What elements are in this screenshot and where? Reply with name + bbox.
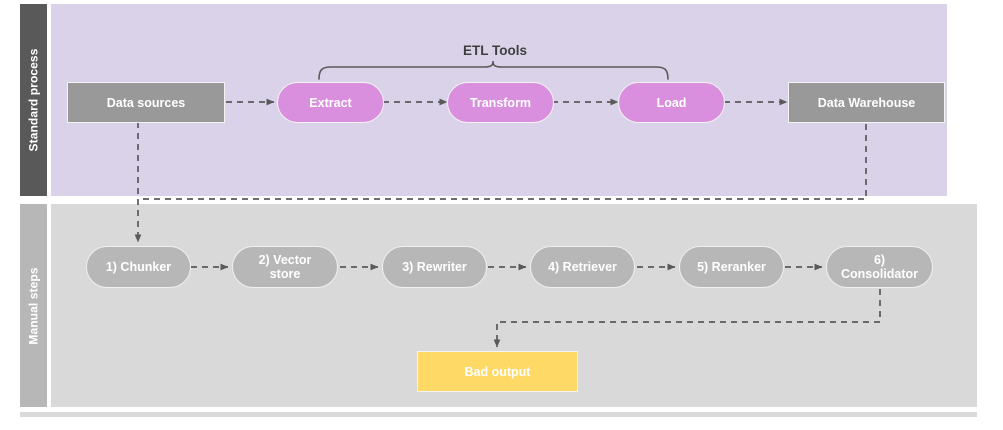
lane-manual-steps-label: Manual steps xyxy=(26,266,41,345)
node-transform-label: Transform xyxy=(469,95,532,110)
node-load-label: Load xyxy=(656,95,687,110)
lane-standard-process-label: Standard process xyxy=(26,48,41,152)
node-consolidator[interactable]: 6) Consolidator xyxy=(826,246,933,288)
node-retriever-label: 4) Retriever xyxy=(548,260,617,274)
node-chunker[interactable]: 1) Chunker xyxy=(86,246,191,288)
node-reranker[interactable]: 5) Reranker xyxy=(679,246,784,288)
node-bad-output-label: Bad output xyxy=(464,364,531,379)
etl-tools-label: ETL Tools xyxy=(463,43,527,58)
node-data-sources[interactable]: Data sources xyxy=(67,82,225,123)
bottom-divider-strip xyxy=(20,412,977,417)
node-transform[interactable]: Transform xyxy=(447,82,554,123)
node-chunker-label: 1) Chunker xyxy=(105,260,172,274)
node-data-sources-label: Data sources xyxy=(106,95,186,110)
node-vector-store[interactable]: 2) Vector store xyxy=(232,246,338,288)
node-reranker-label: 5) Reranker xyxy=(697,260,766,274)
node-extract-label: Extract xyxy=(309,95,352,110)
node-load[interactable]: Load xyxy=(618,82,725,123)
node-data-warehouse-label: Data Warehouse xyxy=(817,95,916,110)
node-vector-store-label: 2) Vector store xyxy=(258,253,312,281)
node-consolidator-label: 6) Consolidator xyxy=(840,253,919,281)
node-retriever[interactable]: 4) Retriever xyxy=(530,246,635,288)
node-bad-output[interactable]: Bad output xyxy=(417,351,578,392)
lane-standard-process-label-band: Standard process xyxy=(20,4,47,196)
node-extract[interactable]: Extract xyxy=(277,82,384,123)
node-data-warehouse[interactable]: Data Warehouse xyxy=(788,82,945,123)
node-rewriter[interactable]: 3) Rewriter xyxy=(382,246,487,288)
lane-manual-steps-label-band: Manual steps xyxy=(20,204,47,407)
node-rewriter-label: 3) Rewriter xyxy=(402,260,467,274)
